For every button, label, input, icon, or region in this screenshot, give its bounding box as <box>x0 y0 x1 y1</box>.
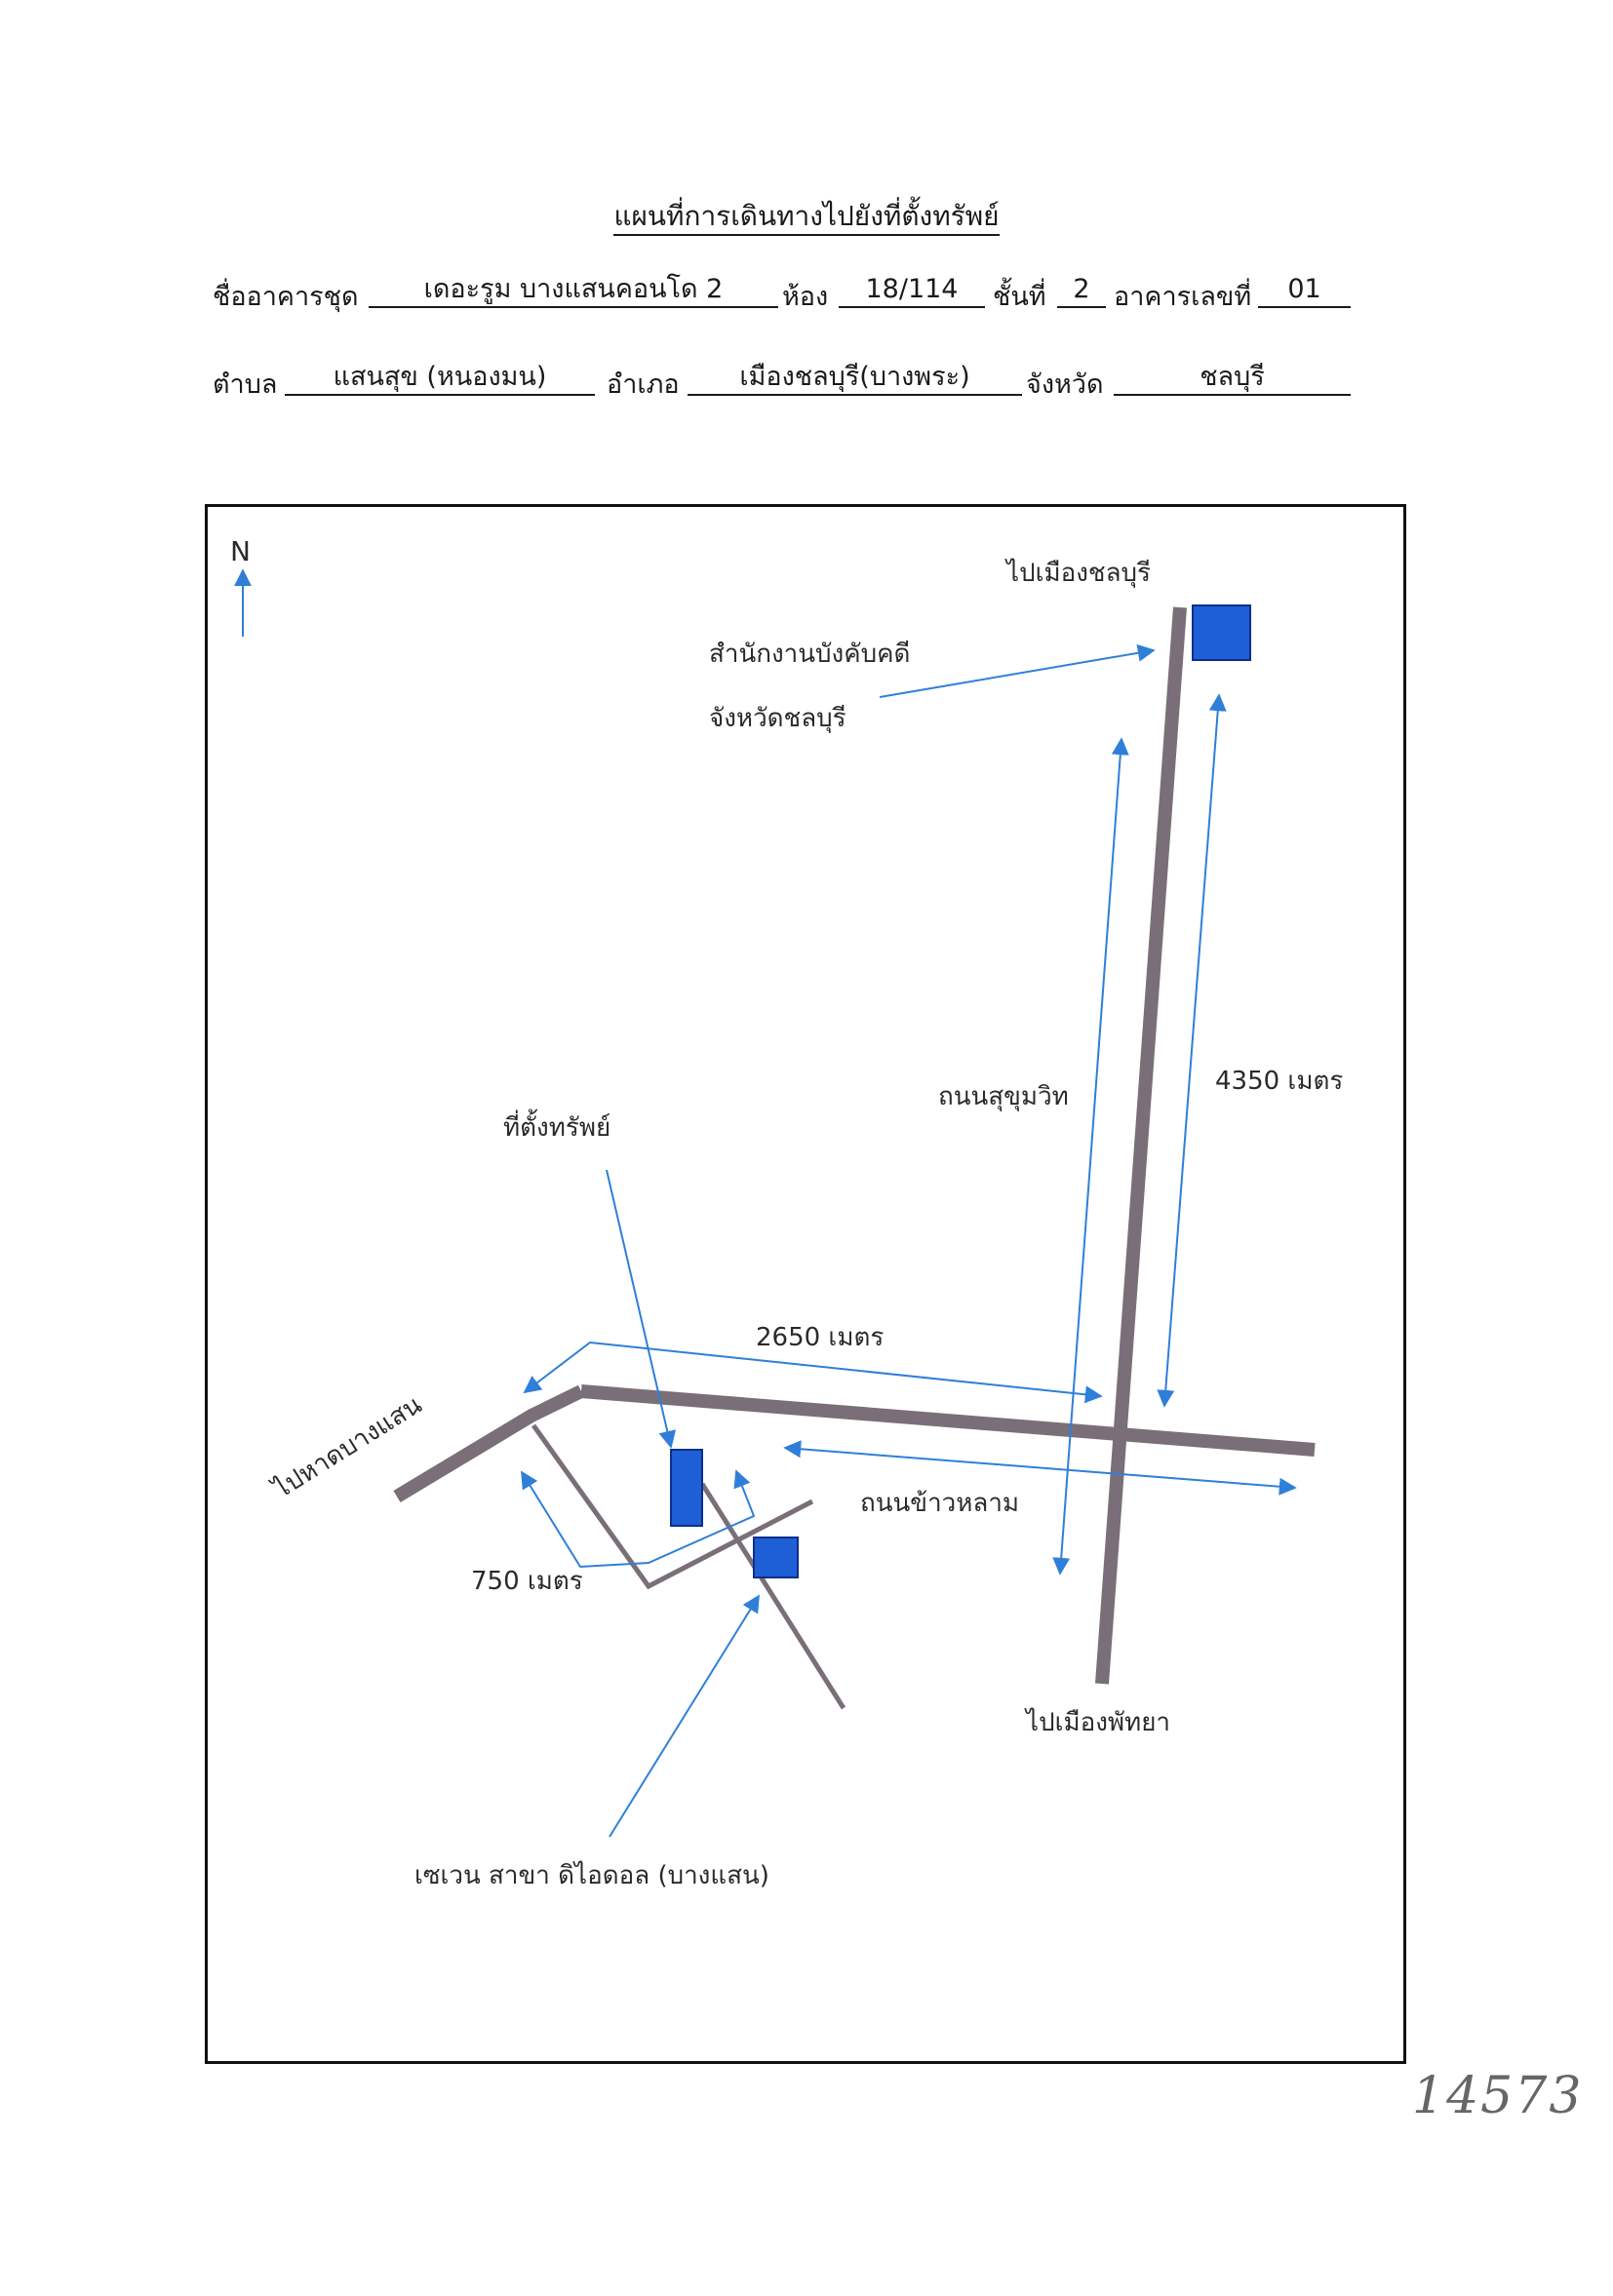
district-value: เมืองชลบุรี(บางพระ) <box>688 361 1022 396</box>
property-arrow <box>606 1169 677 1449</box>
distance-4350-arrow <box>1157 693 1227 1408</box>
province-label: จังหวัด <box>1026 370 1104 400</box>
to-pattaya-label: ไปเมืองพัทยา <box>1024 1707 1170 1737</box>
handwritten-note: 14573 <box>1412 2067 1584 2125</box>
distance-750-label: 750 เมตร <box>471 1567 583 1596</box>
building-no-label: อาคารเลขที่ <box>1114 282 1252 312</box>
north-label: N <box>230 535 251 567</box>
map-frame <box>205 504 1406 2064</box>
seven-eleven-arrow <box>609 1594 760 1838</box>
soi-road-2 <box>699 1482 846 1710</box>
room-value: 18/114 <box>839 273 985 308</box>
subdistrict-value: แสนสุข (หนองมน) <box>285 361 595 396</box>
office-label-line1: สำนักงานบังคับคดี <box>709 640 910 669</box>
property-label: ที่ตั้งทรัพย์ <box>503 1109 610 1143</box>
seven-eleven-label: เซเวน สาขา ดิไอดอล (บางแสน) <box>414 1860 769 1890</box>
province-value: ชลบุรี <box>1114 361 1351 396</box>
property-building <box>670 1449 703 1527</box>
khao-lam-arrow <box>783 1440 1297 1496</box>
building-label: ชื่ออาคารชุด <box>213 282 359 312</box>
floor-label: ชั้นที่ <box>993 282 1046 312</box>
building-no-value: 01 <box>1258 273 1351 308</box>
room-label: ห้อง <box>782 282 829 312</box>
map-title: แผนที่การเดินทางไปยังที่ตั้งทรัพย์ <box>0 195 1613 238</box>
office-arrow <box>879 643 1156 698</box>
khao-lam-road <box>580 1384 1316 1457</box>
arrows <box>521 643 1297 1838</box>
floor-value: 2 <box>1057 273 1106 308</box>
distance-2650-label: 2650 เมตร <box>756 1323 884 1352</box>
to-chonburi-label: ไปเมืองชลบุรี <box>1004 558 1151 588</box>
district-label: อำเภอ <box>607 370 680 400</box>
sukhumvit-arrow <box>1052 737 1129 1576</box>
bangsaen-road <box>393 1384 585 1502</box>
sukhumvit-road <box>1095 606 1187 1685</box>
building-value: เดอะรูม บางแสนคอนโด 2 <box>369 273 778 308</box>
subdistrict-label: ตำบล <box>213 370 278 400</box>
office-label-line2: จังหวัดชลบุรี <box>709 704 846 733</box>
sukhumvit-road-label: ถนนสุขุมวิท <box>938 1082 1069 1111</box>
distance-4350-label: 4350 เมตร <box>1215 1067 1343 1096</box>
enforcement-office-building <box>1192 604 1251 661</box>
distance-2650-arrow <box>523 1341 1103 1404</box>
distance-750-arrow <box>521 1469 756 1569</box>
roads <box>393 606 1316 1710</box>
seven-eleven-building <box>753 1537 799 1578</box>
khao-lam-road-label: ถนนข้าวหลาม <box>860 1489 1019 1518</box>
